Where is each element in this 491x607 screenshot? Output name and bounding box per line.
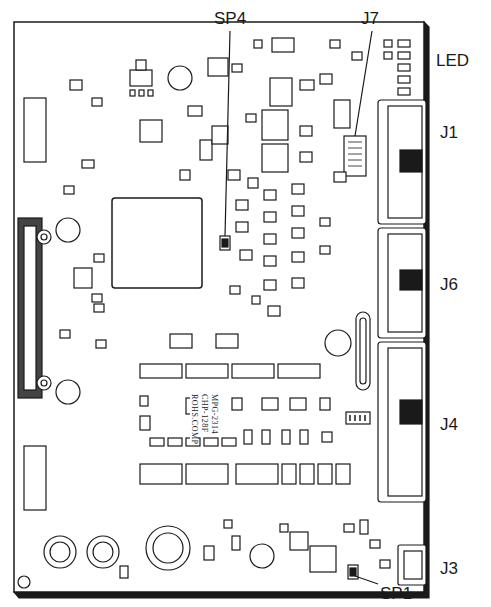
crystal [356,312,370,390]
led-array [384,40,410,95]
connector-j3 [398,545,426,585]
regulator [130,60,153,96]
jumper-sp1 [350,568,356,576]
edge-connector [18,218,51,398]
jumper-sp4 [220,236,230,250]
leader-lines [225,31,378,584]
main-ic [112,198,202,288]
callout-label: SP4 [214,10,246,27]
callout-label: J6 [440,276,458,293]
circuit-board [14,22,424,592]
dip-ic [24,98,46,510]
callout-label: J3 [440,560,458,577]
mounting-hole [18,576,30,588]
silkscreen-text: ROHS.COMP [190,394,198,445]
connector-j1 [378,100,426,224]
jumper-sp4 [222,239,228,247]
capacitors [44,66,351,570]
connector-j7 [344,136,366,176]
connector-j4 [378,342,426,502]
callout-label: J7 [361,10,379,27]
silkscreen-text: MPG-2314 [210,394,218,434]
callout-label: J1 [440,124,458,141]
dip-switch [346,412,370,424]
board-edge [14,22,429,598]
callout-label: LED [436,52,469,69]
callout-label: J4 [440,416,458,433]
connector-j6 [378,228,426,338]
crystal [360,318,366,384]
callout-label: SP1 [380,585,412,602]
smd-components [60,38,390,578]
silkscreen-text: CHP-128F [200,394,208,433]
